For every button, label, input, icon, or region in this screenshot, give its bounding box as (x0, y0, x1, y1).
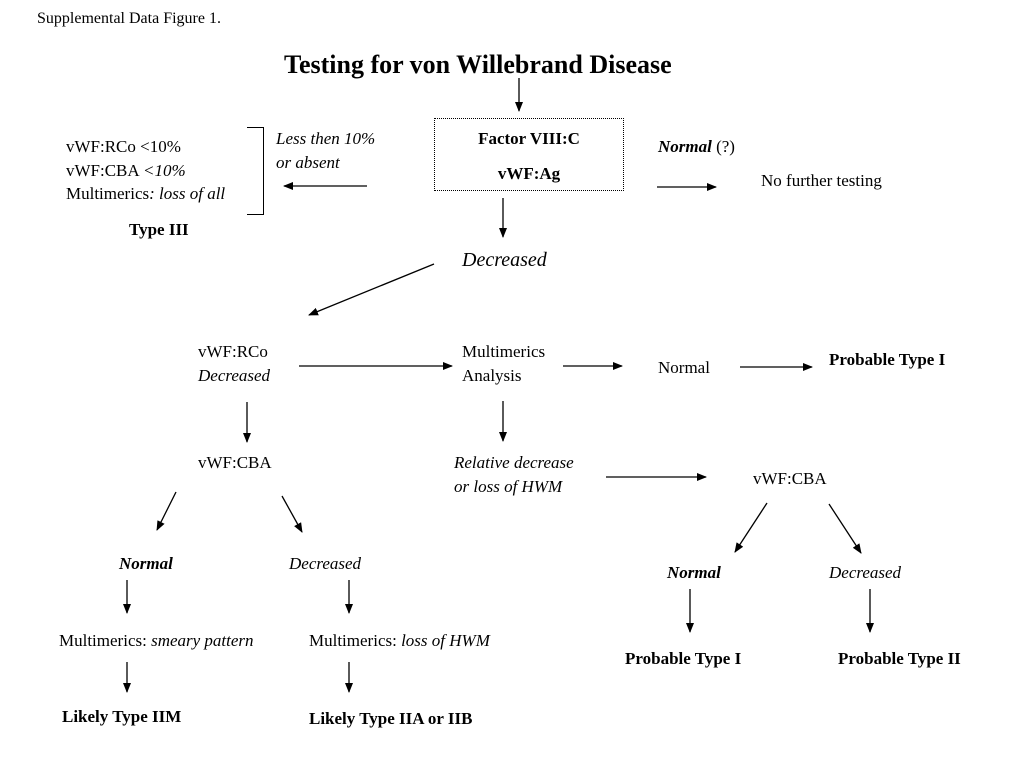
relative-decrease-line2: or loss of HWM (454, 477, 563, 496)
probable-type1-bottom: Probable Type I (625, 649, 742, 668)
type3-multimerics-line: Multimerics: loss of all (66, 184, 226, 203)
less-than-label-line1: Less then 10% (276, 129, 376, 148)
rco-decreased-label: Decreased (198, 366, 271, 385)
left-cba-label: vWF:CBA (198, 453, 272, 472)
multimerics-label: Multimerics (462, 342, 546, 361)
page-title: Testing for von Willebrand Disease (284, 50, 672, 79)
less-than-label-line2: or absent (276, 153, 340, 172)
likely-type-iia-iib: Likely Type IIA or IIB (309, 709, 473, 728)
arrow-cba-to-left-normal (156, 491, 177, 531)
start-box (434, 118, 624, 191)
mult-smeary-label: Multimerics: smeary pattern (59, 631, 254, 650)
analysis-label: Analysis (462, 366, 522, 385)
left-normal-label: Normal (119, 554, 173, 573)
type3-rco-line: vWF:RCo <10% (66, 137, 181, 156)
right-decreased-label: Decreased (829, 563, 902, 582)
no-further-testing: No further testing (761, 171, 882, 190)
supplemental-header: Supplemental Data Figure 1. (37, 10, 221, 27)
question-mark: (?) (711, 137, 735, 156)
right-cba-label: vWF:CBA (753, 469, 827, 488)
mult-loss-hwm-label: Multimerics: loss of HWM (309, 631, 490, 650)
probable-type1-top: Probable Type I (829, 350, 946, 369)
likely-type-iim: Likely Type IIM (62, 707, 182, 726)
normal-multimerics-label: Normal (658, 358, 710, 377)
probable-type2: Probable Type II (838, 649, 961, 668)
relative-decrease-line1: Relative decrease (454, 453, 574, 472)
factor-viii-label: Factor VIII:C (478, 129, 580, 148)
vwf-ag-label: vWF:Ag (497, 164, 561, 183)
arrow-right-cba-to-decreased (828, 503, 862, 554)
type3-cba-line: vWF:CBA <10% (66, 161, 186, 180)
normal-word: Normal (658, 137, 712, 156)
arrow-decreased-to-rco (308, 263, 435, 316)
arrow-cba-to-left-decreased (281, 495, 303, 533)
type3-bracket (247, 127, 264, 215)
type3-label: Type III (129, 220, 189, 239)
rco-label: vWF:RCo (198, 342, 268, 361)
right-normal-label: Normal (667, 563, 721, 582)
arrow-right-cba-to-normal (734, 502, 768, 553)
decreased-label: Decreased (462, 249, 547, 271)
left-decreased-label: Decreased (289, 554, 362, 573)
normal-question-label: Normal (?) (658, 136, 735, 158)
